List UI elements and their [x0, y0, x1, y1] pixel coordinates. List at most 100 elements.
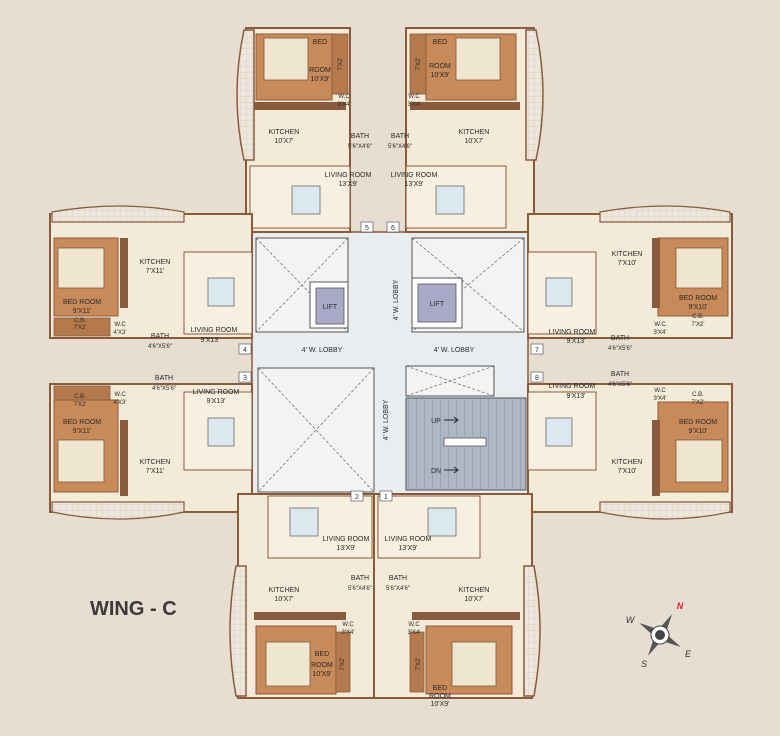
flat-2-bath-size: 5'6"X4'6" — [348, 586, 372, 592]
flat-7-cb-size: 7'X2' — [692, 322, 705, 328]
flat-5-bath-size: 5'6"X4'6" — [348, 144, 372, 150]
lobby-right-label: 4' W. LOBBY — [434, 347, 475, 354]
lift-left: LIFT — [309, 281, 349, 329]
flat-1-bed-size: 10'X9' — [430, 701, 449, 708]
flat-5-cb-size: 7'X2' — [338, 58, 344, 71]
flat-4-number: 4 — [243, 347, 247, 354]
flat-5-living-label: LIVING ROOM — [325, 172, 372, 179]
down-arrow-icon — [444, 466, 459, 474]
flat-2-living-size: 13'X9' — [336, 545, 355, 552]
flat-3: BED ROOM 9'X11' C.B. 7'X2' W.C 4'X3' KIT… — [49, 371, 253, 520]
flat-6-wc-label: W.C — [408, 94, 420, 100]
flat-1-bed-label: BED — [433, 685, 447, 692]
flat-2: BED ROOM 10'X9' 7'X2' W.C 3'X4' KITCHEN … — [229, 490, 375, 699]
flat-6-cb-size: 7'X2' — [416, 58, 422, 71]
lift-left-label: LIFT — [323, 304, 338, 311]
flat-2-bath-label: BATH — [351, 575, 369, 582]
flat-3-kitchen-label: KITCHEN — [140, 459, 171, 466]
flat-5-bed-label: BED — [313, 39, 327, 46]
flat-3-wc-size: 4'X3' — [114, 400, 127, 406]
flat-1-kitchen-label: KITCHEN — [459, 587, 490, 594]
flat-2-cb-size: 7'X2' — [340, 658, 346, 671]
flat-5-wc-size: 3'X4' — [338, 102, 351, 108]
flat-5-bed-size: 10'X9' — [310, 76, 329, 83]
flat-4: BED ROOM 9'X11' C.B. 7'X2' W.C 4'X3' KIT… — [49, 205, 253, 355]
flat-8-number: 8 — [535, 375, 539, 382]
flat-1-bed-label2: ROOM — [429, 693, 451, 700]
stair-up-label: UP — [431, 418, 441, 425]
flat-8-living-size: 9'X13' — [566, 393, 585, 400]
flat-7: BED ROOM 9'X10' C.B. 7'X2' W.C 3'X4' KIT… — [527, 205, 733, 355]
flat-7-bath-label: BATH — [611, 335, 629, 342]
duct-bottom-right — [405, 365, 495, 397]
flat-5-kitchen-label: KITCHEN — [269, 129, 300, 136]
flat-7-kitchen-label: KITCHEN — [612, 251, 643, 258]
lobby-left-label: 4' W. LOBBY — [302, 347, 343, 354]
compass-west: W — [626, 615, 636, 625]
compass-east: E — [685, 649, 692, 659]
flat-4-living-size: 9'X13' — [200, 337, 219, 344]
flat-1-bath-label: BATH — [389, 575, 407, 582]
compass-rose-icon: N E S W — [626, 601, 692, 669]
flat-8: BED ROOM 9'X10' C.B. 7'X2' W.C 3'X4' KIT… — [527, 371, 733, 520]
flat-6: BED ROOM 10'X9' 7'X2' W.C 3'X4' KITCHEN … — [386, 27, 544, 233]
flat-4-kitchen-label: KITCHEN — [140, 259, 171, 266]
flat-2-kitchen-size: 10'X7' — [274, 596, 293, 603]
flat-8-bed-label: BED ROOM — [679, 419, 717, 426]
flat-7-bath-size: 4'6"X5'6" — [608, 346, 632, 352]
flat-6-bath-label: BATH — [391, 133, 409, 140]
flat-4-wc-label: W.C — [114, 322, 126, 328]
flat-4-bath-label: BATH — [151, 333, 169, 340]
flat-7-number: 7 — [535, 347, 539, 354]
flat-4-kitchen-size: 7'X11' — [146, 268, 165, 275]
flat-2-wc-size: 3'X4' — [342, 630, 355, 636]
flat-8-bed-size: 9'X10' — [688, 428, 707, 435]
lift-right: LIFT — [411, 277, 463, 329]
flat-3-bed-size: 9'X11' — [73, 428, 92, 435]
flat-5-number: 5 — [365, 225, 369, 232]
flat-5-living-size: 13'X9' — [338, 181, 357, 188]
flat-1-living-label: LIVING ROOM — [385, 536, 432, 543]
flat-5-bath-label: BATH — [351, 133, 369, 140]
flat-4-wc-size: 4'X3' — [114, 330, 127, 336]
flat-2-bed-label2: ROOM — [311, 662, 333, 669]
flat-1-kitchen-size: 10'X7' — [464, 596, 483, 603]
flat-8-bath-size: 4'6"X5'6" — [608, 382, 632, 388]
flat-8-cb-size: 7'X2' — [692, 400, 705, 406]
flat-8-kitchen-size: 7'X10' — [617, 468, 636, 475]
flat-8-wc-size: 3'X4' — [654, 396, 667, 402]
flat-5-bed-label2: ROOM — [309, 67, 331, 74]
flat-3-bath-label: BATH — [155, 375, 173, 382]
flat-6-bed-label: BED — [433, 39, 447, 46]
lobby-vertical-label: 4' W. LOBBY — [393, 279, 400, 320]
stair-down-label: DN — [431, 468, 441, 475]
compass-south: S — [641, 659, 647, 669]
flat-2-living-label: LIVING ROOM — [323, 536, 370, 543]
flat-4-bed-label: BED ROOM — [63, 299, 101, 306]
flat-8-living-label: LIVING ROOM — [549, 383, 596, 390]
flat-2-number: 2 — [355, 494, 359, 501]
lobby-lower-vertical-label: 4' W. LOBBY — [383, 399, 390, 440]
flat-5-wc-label: W.C — [338, 94, 350, 100]
flat-3-cb-label: C.B. — [74, 394, 86, 400]
flat-4-cb-size: 7'X2' — [74, 325, 87, 331]
flat-4-bed-size: 9'X11' — [73, 308, 92, 315]
flat-4-living-label: LIVING ROOM — [191, 327, 238, 334]
flat-3-bed-label: BED ROOM — [63, 419, 101, 426]
flat-3-cb-size: 7'X2' — [74, 402, 87, 408]
compass-north: N — [677, 601, 684, 611]
flat-2-bed-label: BED — [315, 651, 329, 658]
flat-8-bath-label: BATH — [611, 371, 629, 378]
flat-6-living-label: LIVING ROOM — [391, 172, 438, 179]
flat-7-wc-label: W.C — [654, 322, 666, 328]
flat-7-living-label: LIVING ROOM — [549, 329, 596, 336]
flat-3-living-label: LIVING ROOM — [193, 389, 240, 396]
lift-right-label: LIFT — [430, 301, 445, 308]
flat-1-wc-size: 3'X4' — [408, 630, 421, 636]
flat-8-cb-label: C.B. — [692, 392, 704, 398]
flat-3-wc-label: W.C — [114, 392, 126, 398]
flat-1-living-size: 13'X9' — [398, 545, 417, 552]
flat-7-bed-label: BED ROOM — [679, 295, 717, 302]
flat-7-living-size: 9'X13' — [566, 338, 585, 345]
